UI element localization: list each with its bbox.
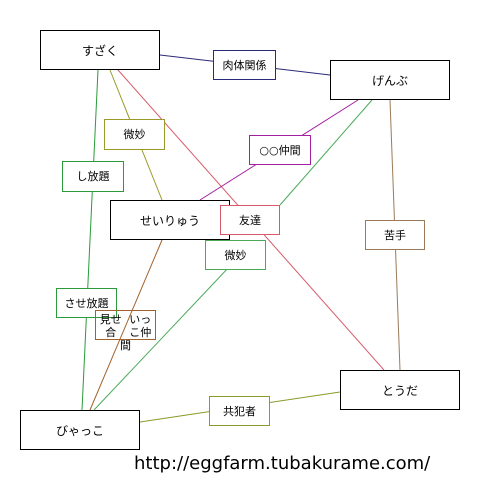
node-touda[interactable]: とうだ — [340, 370, 460, 410]
edge-label-tomodachi[interactable]: 友達 — [220, 205, 280, 235]
edge-suzaku-byakko — [81, 69, 99, 411]
footer-url: http://eggfarm.tubakurame.com/ — [134, 453, 431, 474]
edge-label-miseai[interactable]: 見せ合 いっこ仲 間 — [95, 310, 156, 352]
edge-label-nigate[interactable]: 苦手 — [365, 220, 425, 250]
node-byakko[interactable]: びゃっこ — [20, 410, 140, 450]
edge-label-niku[interactable]: 肉体関係 — [213, 50, 276, 80]
edge-label-nakama[interactable]: ○○仲間 — [249, 135, 311, 165]
edge-label-bimyou-1[interactable]: 微妙 — [104, 119, 165, 150]
edge-tomodachi-byakko — [93, 265, 231, 411]
edge-seiryuu-byakko — [89, 239, 163, 411]
edge-label-miseai-line1: 見せ合 — [99, 313, 122, 339]
edge-label-bimyou-2[interactable]: 微妙 — [205, 240, 266, 270]
edge-label-sasehoudai[interactable]: させ放題 — [56, 288, 117, 318]
edge-label-miseai-line3: 間 — [120, 339, 131, 352]
node-genbu[interactable]: げんぶ — [330, 60, 450, 100]
node-suzaku[interactable]: すざく — [40, 30, 160, 70]
edge-genbu-tomodachi — [279, 99, 373, 206]
edge-label-kyouhan[interactable]: 共犯者 — [209, 396, 270, 426]
edge-label-shihoudai[interactable]: し放題 — [62, 161, 124, 192]
node-seiryuu[interactable]: せいりゅう — [110, 200, 230, 240]
edge-label-miseai-line2: いっこ仲 — [129, 313, 152, 339]
